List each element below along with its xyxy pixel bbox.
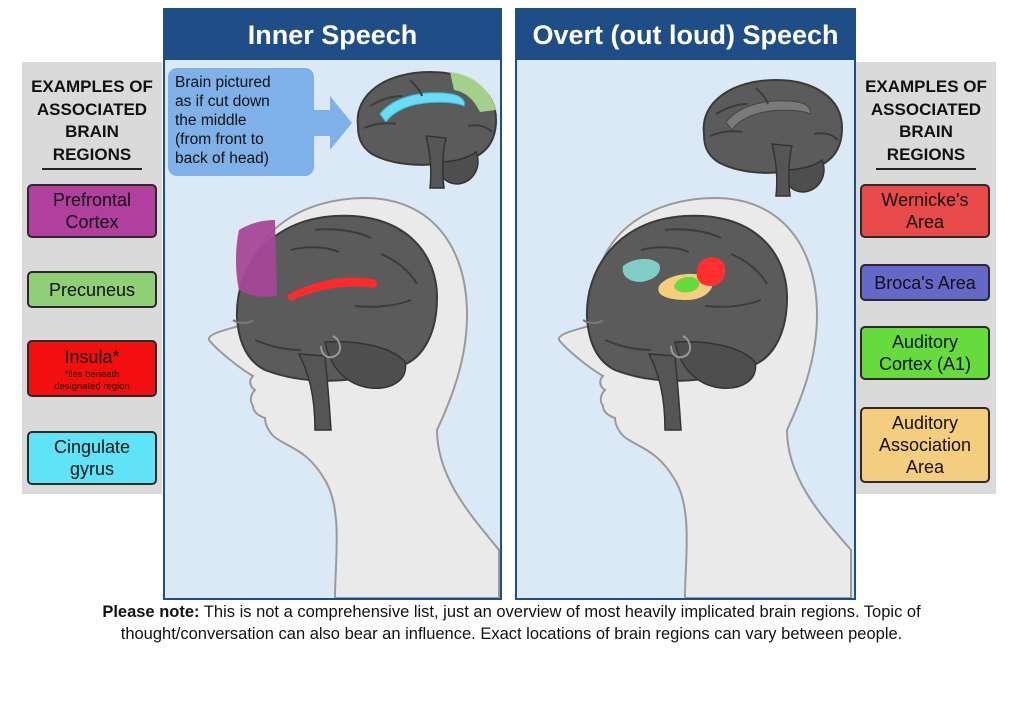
footnote-line-2: thought/conversation can also bear an in… [120, 625, 903, 643]
head-profile-inner-icon [207, 196, 500, 598]
callout-arrow-icon [312, 96, 352, 150]
footnote-line-1: This is not a comprehensive list, just a… [199, 603, 921, 621]
sagittal-brain-overt-icon [702, 78, 844, 197]
right-sidebar-divider [876, 168, 976, 170]
region-wernickes-area: Wernicke's Area [860, 184, 990, 238]
left-sidebar-title: EXAMPLES OF ASSOCIATED BRAIN REGIONS [31, 77, 153, 164]
right-sidebar-title: EXAMPLES OF ASSOCIATED BRAIN REGIONS [865, 77, 987, 164]
callout-text: Brain pictured as if cut down the middle… [175, 74, 271, 167]
region-insula: Insula* *lies beneath designated region [27, 340, 157, 397]
sagittal-brain-inner-icon [356, 70, 498, 189]
region-auditory-cortex: Auditory Cortex (A1) [860, 326, 990, 380]
callout-box [168, 68, 314, 176]
inner-speech-title: Inner Speech [165, 10, 500, 60]
region-auditory-association-area: Auditory Association Area [860, 407, 990, 483]
left-sidebar-divider [42, 168, 142, 170]
region-prefrontal-cortex: Prefrontal Cortex [27, 184, 157, 238]
region-cingulate-gyrus: Cingulate gyrus [27, 431, 157, 485]
footnote-label: Please note: [102, 603, 200, 621]
region-precuneus: Precuneus [27, 271, 157, 308]
overt-speech-title: Overt (out loud) Speech [517, 10, 854, 60]
head-profile-overt-icon [557, 196, 852, 598]
footnote: Please note: This is not a comprehensive… [0, 601, 1023, 645]
region-brocas-area: Broca's Area [860, 264, 990, 301]
